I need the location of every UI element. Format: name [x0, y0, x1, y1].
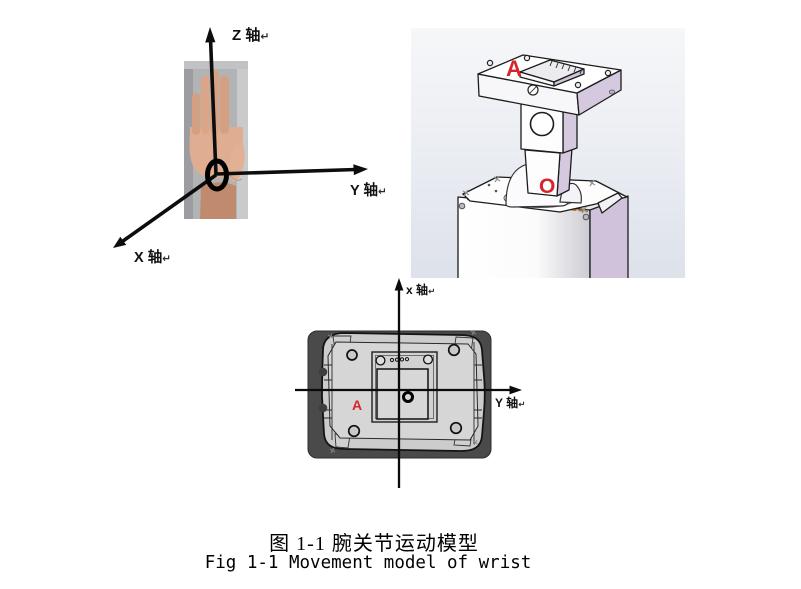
plate-corner-holes: [346, 343, 463, 438]
topview-x-axis-label: x 轴↵: [406, 283, 436, 297]
flange-hatch: [549, 60, 583, 75]
x-axis-arrowhead: [113, 236, 127, 248]
y-axis-arrowhead: [509, 385, 522, 395]
base-screws: [462, 175, 596, 214]
figure-caption-english: Fig 1-1 Movement model of wrist: [204, 553, 532, 573]
origin-marker-ellipse: [205, 158, 229, 192]
topview-point-a-label: A: [352, 397, 363, 413]
left-notch: [318, 367, 328, 377]
x-axis-label: X 轴↵: [134, 250, 171, 266]
x-axis-arrowhead: [394, 278, 404, 291]
cad-point-a-label: A: [506, 56, 522, 81]
cad-point-o-label: O: [539, 175, 556, 198]
cad-isometric-view: A O: [411, 28, 685, 278]
z-axis-arrowhead: [205, 27, 216, 43]
top-view-diagram: x 轴↵ Y 轴↵ A: [288, 276, 536, 494]
left-notch: [318, 403, 328, 413]
z-axis-line: [208, 40, 218, 176]
flange-plate: [477, 54, 622, 116]
x-axis-line: [121, 173, 218, 243]
top-view-drawing: [295, 278, 522, 488]
z-axis-label: Z 轴↵: [232, 27, 270, 44]
origin-marker-ring: [402, 391, 414, 403]
topview-y-axis-label: Y 轴↵: [495, 396, 526, 410]
cad-drawing: [411, 28, 685, 278]
hand-axes-drawing: [113, 27, 368, 248]
central-mount: [371, 351, 438, 423]
hand-axes-lines: [121, 40, 357, 243]
top-view-axes-lines: [295, 282, 516, 488]
flange-screw-holes: [486, 54, 612, 89]
column-lower: [524, 147, 573, 197]
column-hole: [529, 111, 555, 137]
y-axis-label: Y 轴↵: [350, 183, 387, 199]
plate-side-strips: [324, 342, 482, 444]
hand-axes-diagram: Z 轴↵ Y 轴↵ X 轴↵: [80, 15, 400, 275]
y-axis-arrowhead: [353, 164, 368, 176]
y-axis-line: [215, 167, 357, 176]
figure-caption-chinese: 图 1-1 腕关节运动模型: [269, 533, 479, 555]
plate-corner-screws: [327, 329, 479, 454]
